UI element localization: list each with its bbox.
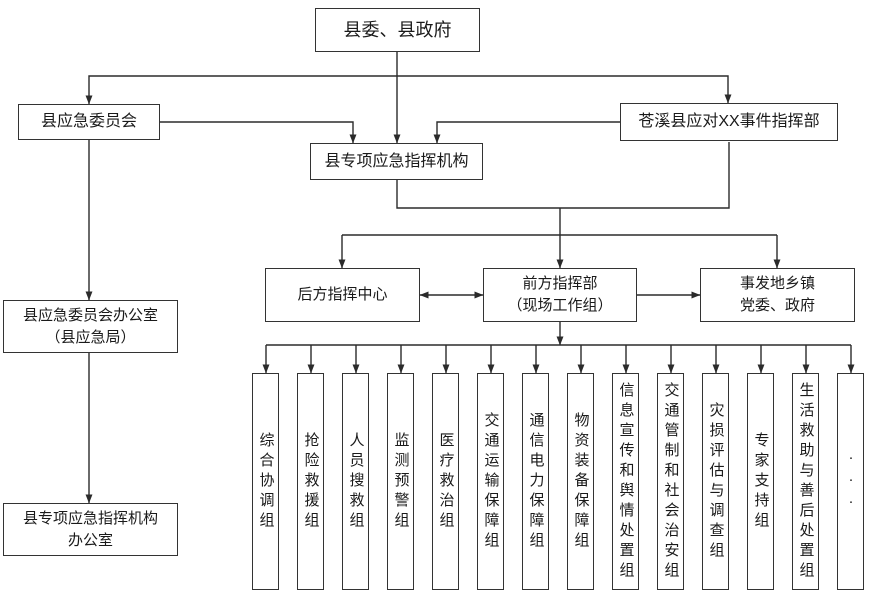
group-box-material-equipment: 物资装备保障组	[567, 373, 594, 590]
group-box-personnel-search: 人员搜救组	[342, 373, 369, 590]
node-county-government-label: 县委、县政府	[343, 19, 452, 40]
node-township-government: 事发地乡镇 党委、政府	[700, 268, 855, 322]
node-committee-office-line1: 县应急委员会办公室	[22, 306, 158, 324]
group-box-medical-treatment: 医疗救治组	[432, 373, 459, 590]
node-committee-office-line2: （县应急局）	[45, 328, 136, 346]
connector-committee-to-special	[160, 121, 357, 144]
connector-joint-bus	[396, 142, 730, 209]
group-label: 信息宣传和舆情处置组	[617, 381, 635, 582]
node-cangxi-command-label: 苍溪县应对XX事件指挥部	[638, 113, 820, 131]
node-county-government: 县委、县政府	[315, 8, 480, 52]
group-box-information-publicity: 信息宣传和舆情处置组	[612, 373, 639, 590]
connector-top-bus	[85, 75, 732, 105]
node-special-command: 县专项应急指挥机构	[310, 143, 483, 180]
group-label: 通信电力保障组	[527, 411, 545, 552]
node-front-command: 前方指挥部 （现场工作组）	[483, 268, 637, 322]
group-box-damage-assessment: 灾损评估与调查组	[702, 373, 729, 590]
group-label: 专家支持组	[752, 431, 770, 532]
group-box-expert-support: 专家支持组	[747, 373, 774, 590]
group-label: 监测预警组	[392, 431, 410, 532]
group-label: 生活救助与善后处置组	[797, 381, 815, 582]
group-box-transport-support: 交通运输保障组	[477, 373, 504, 590]
group-label: 医疗救治组	[437, 431, 455, 532]
group-box-traffic-control-security: 交通管制和社会治安组	[657, 373, 684, 590]
group-label: 灾损评估与调查组	[707, 401, 725, 562]
group-label: 综合协调组	[257, 431, 275, 532]
group-label: 物资装备保障组	[572, 411, 590, 552]
group-box-communication-power: 通信电力保障组	[522, 373, 549, 590]
group-box-comprehensive-coordination: 综合协调组	[252, 373, 279, 590]
node-cangxi-command: 苍溪县应对XX事件指挥部	[620, 103, 838, 141]
node-committee-office: 县应急委员会办公室 （县应急局）	[3, 300, 178, 353]
node-township-government-line1: 事发地乡镇	[739, 275, 815, 293]
node-township-government-line2: 党委、政府	[739, 297, 815, 314]
node-special-command-office: 县专项应急指挥机构 办公室	[3, 503, 178, 556]
node-rear-command-center-label: 后方指挥中心	[297, 286, 388, 304]
group-box-monitoring-warning: 监测预警组	[387, 373, 414, 590]
group-label: 交通管制和社会治安组	[662, 381, 680, 582]
node-front-command-line1: 前方指挥部	[522, 275, 598, 293]
connector-cangxi-to-special	[433, 121, 620, 144]
node-front-command-line2: （现场工作组）	[507, 297, 613, 314]
group-label: ···	[842, 448, 860, 515]
group-box-ellipsis: ···	[837, 373, 864, 590]
group-box-emergency-rescue: 抢险救援组	[297, 373, 324, 590]
node-emergency-committee: 县应急委员会	[18, 104, 160, 140]
node-special-command-office-line2: 办公室	[67, 531, 113, 549]
group-label: 抢险救援组	[302, 431, 320, 532]
node-emergency-committee-label: 县应急委员会	[40, 113, 137, 131]
node-rear-command-center: 后方指挥中心	[265, 268, 420, 322]
node-special-command-office-line1: 县专项应急指挥机构	[22, 509, 158, 527]
group-label: 交通运输保障组	[482, 411, 500, 552]
group-box-life-assistance-aftermath: 生活救助与善后处置组	[792, 373, 819, 590]
node-special-command-label: 县专项应急指挥机构	[324, 152, 469, 170]
group-label: 人员搜救组	[347, 431, 365, 532]
